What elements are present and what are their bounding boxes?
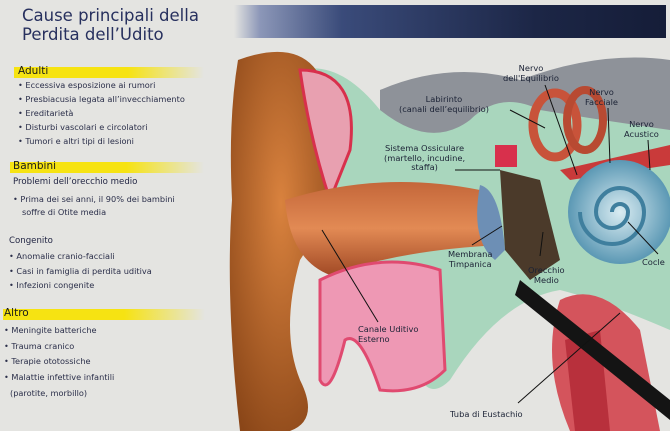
list-item: • Trauma cranico [4,341,75,351]
label-coclea: Cocle [642,257,665,267]
cochlea [568,160,670,264]
soft-tissue [318,260,447,393]
list-item: • Malattie infettive infantili [4,372,115,382]
tympanic-membrane [477,185,505,260]
highlight-bar [3,309,205,320]
list-item: • Infezioni congenite [9,280,95,290]
list-item: soffre di Otite media [22,207,107,217]
section-heading-bambini: Bambini [13,160,57,172]
highlight-bar [10,162,204,173]
page-title: Cause principali della Perdita dell’Udit… [22,6,199,44]
outer-ear [229,51,332,431]
semicircular-canal [528,88,582,162]
list-item: • Prima dei sei anni, il 90% dei bambini [13,194,175,204]
ossicles [495,145,517,167]
section-heading-congenito: Congenito [9,236,53,246]
subheading: Problemi dell’orecchio medio [13,177,138,187]
list-item: • Casi in famiglia di perdita uditiva [9,266,152,276]
list-item: • Disturbi vascolari e circolatori [18,122,148,132]
label-tuba-eustachio: Tuba di Eustachio [450,409,523,419]
section-heading-adulti: Adulti [18,65,49,77]
cochlea-spiral [578,186,647,246]
middle-ear-cavity [500,170,560,280]
list-item: • Ereditarietà [18,108,74,118]
title-line-1: Cause principali della [22,6,199,25]
semicircular-canal [563,86,607,154]
header-band [234,5,666,38]
list-item: (parotite, morbillo) [10,388,88,398]
title-line-2: Perdita dell’Udito [22,25,164,44]
cartilage [298,68,353,205]
highlight-bar [14,67,204,78]
section-heading-altro: Altro [4,307,29,319]
ear-canal [285,182,500,275]
list-item: • Meningite batteriche [4,325,97,335]
eustachian-tube [515,280,670,420]
leader-lines [321,84,659,404]
label-sistema-ossiculare: Sistema Ossiculare(martello, incudine,st… [384,143,466,172]
list-item: • Anomalie cranio-facciali [9,251,115,261]
label-labirinto: Labirinto(canali dell’equilibrio) [399,94,489,114]
list-item: • Presbiacusia legata all’invecchiamento [18,94,185,104]
list-item: • Tumori e altri tipi di lesioni [18,136,134,146]
list-item: • Eccessiva esposizione ai rumori [18,80,156,90]
list-item: • Terapie ototossiche [4,356,91,366]
